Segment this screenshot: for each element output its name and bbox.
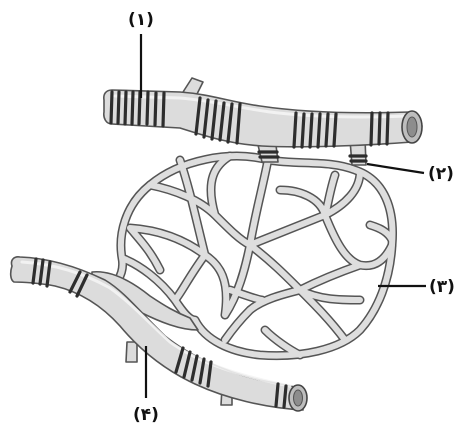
label-capillary-bed: (۳): [429, 277, 455, 297]
label-venule: (۴): [133, 405, 159, 425]
arteriole: [104, 78, 422, 165]
label-arteriole: (۱): [128, 10, 154, 30]
leader-line-sphincter: [367, 164, 424, 173]
label-precapillary-sphincter: (۲): [428, 164, 454, 184]
venule-stub-lower-left: [126, 342, 137, 362]
